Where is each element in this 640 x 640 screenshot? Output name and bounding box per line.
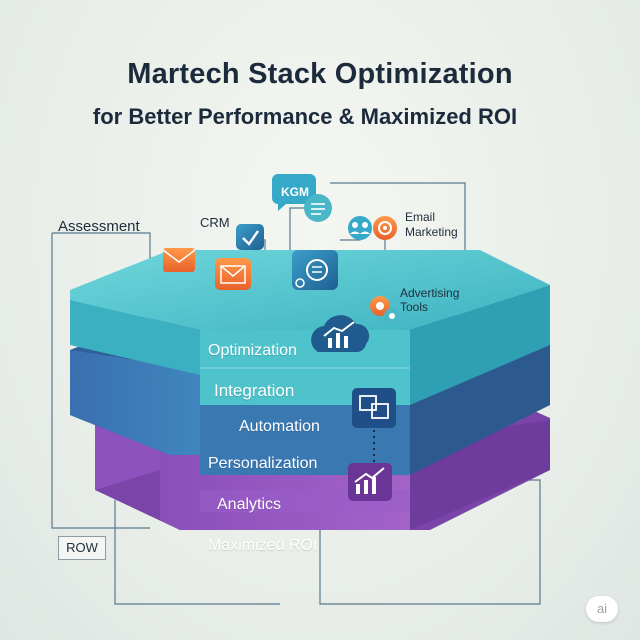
layer-label-analytics: Analytics <box>217 496 282 513</box>
page-title: Martech Stack Optimization <box>127 58 513 90</box>
advertising-tools-label: Advertising Tools <box>400 286 460 314</box>
screen-chat-icon <box>292 250 338 290</box>
email-icon <box>162 248 196 272</box>
layer-label-optimization: Optimization <box>208 342 297 359</box>
crm-check-icon <box>236 224 264 250</box>
people-icon <box>348 216 372 240</box>
kgm-icon-label: KGM <box>281 185 309 199</box>
analytics-chart-icon <box>348 463 392 501</box>
target-icon <box>373 216 397 240</box>
layer-label-maximized-roi: Maximized ROI <box>208 537 318 554</box>
crm-label: CRM <box>200 215 230 230</box>
layer-label-automation: Automation <box>239 418 320 435</box>
chart-cloud-icon <box>311 315 370 352</box>
assessment-label: Assessment <box>58 218 140 235</box>
kgm-chat-icon <box>272 174 316 211</box>
row-label: ROW <box>66 540 98 555</box>
ads-gear-icon <box>370 296 400 324</box>
integration-icon <box>352 388 396 428</box>
row-label-box: ROW <box>58 536 106 560</box>
chat-bubble-icon <box>304 194 332 222</box>
email-marketing-label: Email Marketing <box>405 210 458 239</box>
ai-badge: ai <box>586 596 618 622</box>
layer-label-personalization: Personalization <box>208 455 318 472</box>
mail-icon <box>215 258 251 290</box>
layer-label-integration: Integration <box>214 381 295 400</box>
page-subtitle: for Better Performance & Maximized ROI <box>92 104 518 129</box>
